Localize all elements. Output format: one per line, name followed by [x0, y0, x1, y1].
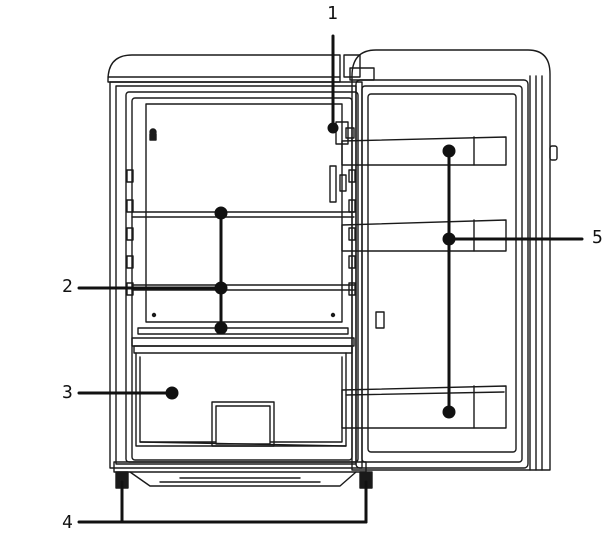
- callout-2: 2: [62, 276, 73, 297]
- leader-lines: [77, 34, 584, 524]
- plinth: [113, 461, 373, 489]
- callout-3: 3: [62, 382, 73, 403]
- door-bins: [341, 136, 507, 429]
- callout-4: 4: [62, 512, 73, 533]
- callout-5: 5: [592, 227, 603, 248]
- door: [351, 49, 558, 471]
- crisper-drawer: [131, 337, 355, 447]
- callout-1: 1: [327, 3, 338, 24]
- shelf-rails: [126, 169, 356, 296]
- wire-shelves: [131, 211, 355, 335]
